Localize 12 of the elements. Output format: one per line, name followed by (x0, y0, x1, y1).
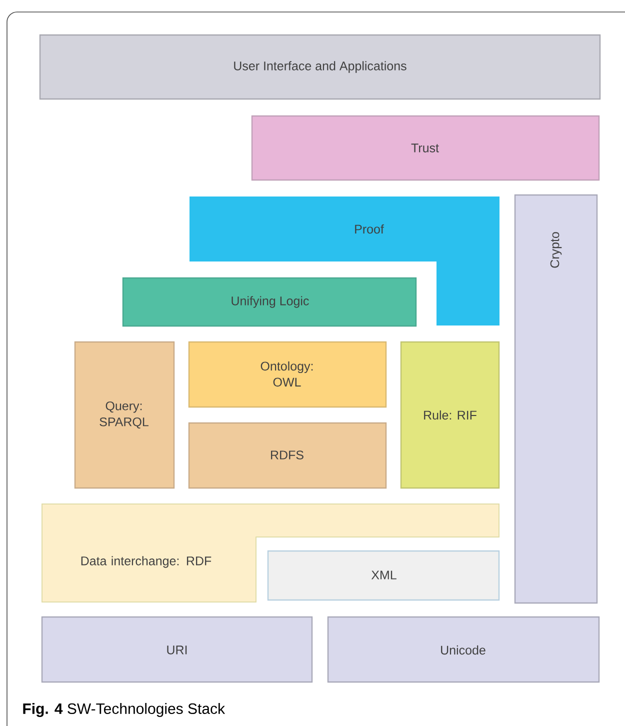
layer-box: Ontology: OWL (188, 341, 387, 408)
layer-box: RDFS (188, 422, 387, 489)
layer-box: Crypto (514, 194, 598, 604)
layer-box: XML (267, 550, 500, 601)
layer-box: Unicode (327, 616, 600, 683)
layer-box: URI (41, 616, 313, 683)
layer-box: Rule: RIF (400, 341, 500, 489)
figure-caption: Fig. 4 SW-Technologies Stack (23, 702, 226, 718)
layer-box: Trust (251, 115, 600, 181)
layer-box: User Interface and Applications (39, 34, 601, 100)
layer-box: Unifying Logic (122, 277, 417, 327)
layer-box: Query: SPARQL (74, 341, 175, 489)
